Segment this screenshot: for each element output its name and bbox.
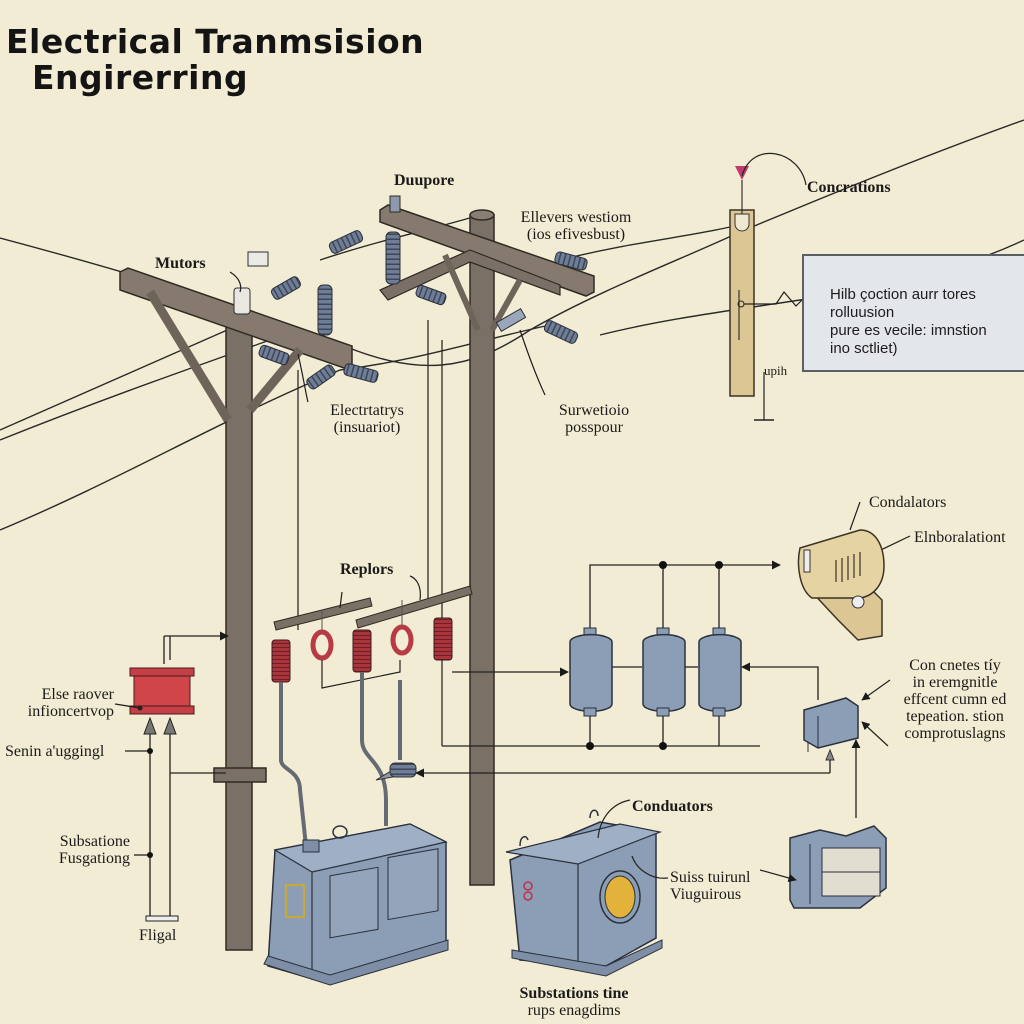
- arrow-up-icon: [163, 716, 177, 735]
- label-duupore: Duupore: [394, 172, 455, 189]
- label-conduators: Conduators: [632, 798, 713, 815]
- insulator: [258, 344, 290, 366]
- title-line-2: Engirerring: [32, 58, 249, 97]
- insulator: [415, 284, 447, 306]
- capacitor-tank: [698, 627, 742, 717]
- capacitor-bank: [442, 560, 819, 750]
- label-else-raover-line-1: Else raover: [41, 686, 114, 703]
- label-mutors: Mutors: [155, 255, 206, 272]
- label-suiss-line-1: Suiss tuirunl: [670, 869, 751, 886]
- label-survetioio-line-2: posspour: [565, 419, 623, 436]
- callout-line-4: ino sctliet): [830, 340, 898, 357]
- insulator: [306, 364, 336, 390]
- insulator: [247, 251, 269, 267]
- coil: [271, 639, 291, 683]
- insulator: [385, 231, 401, 285]
- label-ellevers-line-2: (ios efivesbust): [526, 226, 626, 243]
- left-utility-pole: [119, 267, 353, 951]
- insulator: [270, 276, 302, 300]
- label-electrtatrys-line-2: (insuariot): [333, 419, 401, 436]
- label-upih: upih: [764, 363, 788, 378]
- label-else-raover-line-2: infioncertvop: [27, 703, 114, 720]
- insulator: [233, 287, 251, 315]
- drop-lines: [297, 320, 443, 746]
- substation-unit: [505, 799, 669, 977]
- pole-transformer: [263, 823, 449, 986]
- info-callout: Hilb çoction aurr tores rolluusion pure …: [802, 254, 1024, 372]
- insulator: [495, 307, 527, 333]
- condalators-unit: [797, 529, 885, 641]
- label-substations-line-2: rups enagdims: [527, 1002, 621, 1019]
- right-utility-pole: [379, 195, 595, 886]
- insulator: [343, 363, 379, 383]
- label-survetioio-line-1: Surwetioio: [558, 402, 630, 419]
- label-subsatione: Subsatione Fusgationg: [30, 833, 130, 867]
- label-substations-line-1: Substations tine: [519, 985, 629, 1002]
- coil: [433, 617, 453, 661]
- label-suiss: Suiss tuirunl Viuguirous: [670, 869, 750, 903]
- label-condalators: Condalators: [869, 494, 947, 511]
- small-insulator-coil: [375, 762, 830, 781]
- wire: [739, 119, 1024, 233]
- insulator: [328, 230, 364, 254]
- title-line-1: Electrical Tranmsision: [6, 22, 425, 61]
- label-concrations: Concrations: [807, 179, 891, 196]
- red-breaker-box: [114, 631, 229, 922]
- distribution-transformer: [759, 825, 887, 909]
- label-fligal: Fligal: [139, 927, 177, 944]
- label-survetioio: Surwetioio posspour: [546, 402, 642, 436]
- ring-clamp: [390, 624, 414, 656]
- replors-rack: [271, 575, 569, 689]
- wire: [0, 369, 341, 531]
- capacitor-tank: [569, 627, 613, 717]
- label-subsatione-line-1: Subsatione: [59, 833, 130, 850]
- label-con-cnetes-line-3: effcent cumn ed: [903, 691, 1007, 708]
- lamp-icon: [735, 166, 749, 180]
- ring-clamp: [310, 629, 334, 661]
- label-elnboralationt: Elnboralationt: [914, 529, 1006, 546]
- transformer-cables: [279, 672, 402, 847]
- callout-line-1: Hilb çoction aurr tores: [830, 286, 976, 303]
- wire: [339, 324, 551, 371]
- label-con-cnetes: Con cnetes tíy in eremgnitle effcent cum…: [888, 657, 1022, 742]
- label-ellevers: Ellevers westiom (ios efivesbust): [508, 209, 644, 243]
- page-title: Electrical Tranmsision Engirerring: [6, 24, 424, 96]
- label-con-cnetes-line-2: in eremgnitle: [912, 674, 998, 691]
- insulator: [543, 320, 579, 344]
- insulator: [317, 284, 333, 336]
- label-con-cnetes-line-5: comprotuslagns: [904, 725, 1006, 742]
- relay-box: [803, 679, 891, 818]
- insulator: [554, 251, 588, 271]
- label-con-cnetes-line-1: Con cnetes tíy: [909, 657, 1001, 674]
- coil: [352, 629, 372, 673]
- label-electrtatrys-line-1: Electrtatrys: [330, 402, 404, 419]
- arrow-up-icon: [143, 716, 157, 735]
- pole-insulators: [233, 230, 588, 390]
- label-replors: Replors: [340, 561, 394, 578]
- label-con-cnetes-line-4: tepeation. stion: [906, 708, 1004, 725]
- label-subsatione-line-2: Fusgationg: [58, 850, 130, 867]
- callout-line-2: rolluusion: [830, 304, 895, 321]
- label-ellevers-line-1: Ellevers westiom: [520, 209, 632, 226]
- callout-line-3: pure es vecile: imnstion: [830, 322, 987, 339]
- label-else-raover: Else raover infioncertvop: [6, 686, 114, 720]
- label-senin: Senin a'uggingl: [5, 743, 105, 760]
- concrations-post: [729, 152, 807, 421]
- label-suiss-line-2: Viuguirous: [670, 886, 742, 903]
- capacitor-tank: [642, 627, 686, 717]
- label-substations: Substations tine rups enagdims: [496, 985, 652, 1019]
- wire: [0, 319, 251, 431]
- leader-lines: [229, 271, 911, 561]
- wire: [319, 214, 481, 261]
- label-electrtatrys: Electrtatrys (insuariot): [312, 402, 422, 436]
